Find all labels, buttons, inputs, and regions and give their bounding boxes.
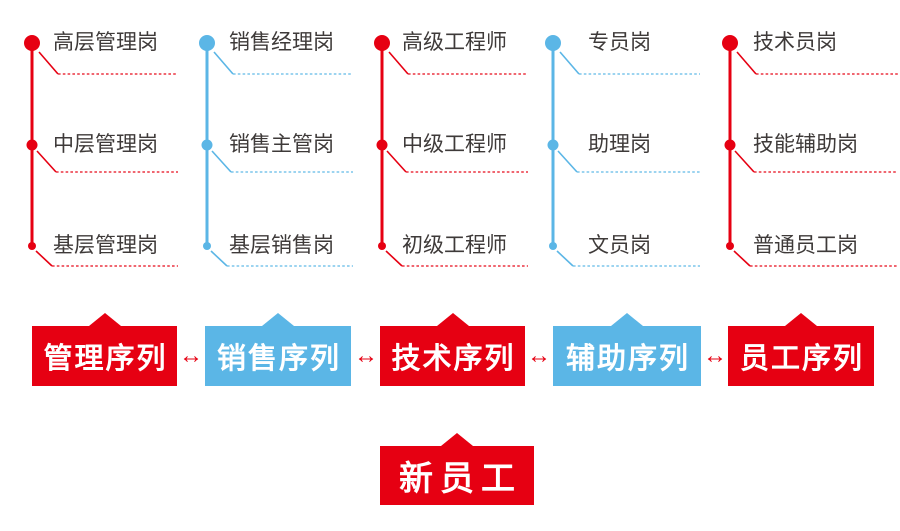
auxiliary-ladder-lines (545, 35, 700, 267)
two-way-arrow-icon: ↔ (354, 342, 378, 369)
leader-diagonal (38, 51, 59, 75)
level-dot-top (722, 35, 738, 51)
level-dot-bottom (726, 242, 734, 250)
auxiliary-level-top: 专员岗 (588, 31, 651, 54)
technical-level-middle: 中级工程师 (402, 133, 507, 156)
sales-level-bottom: 基层销售岗 (229, 234, 334, 257)
two-way-arrow-icon: ↔ (703, 342, 727, 369)
sequence-label: 管理序列 (43, 343, 168, 375)
level-dot-top (199, 35, 215, 51)
level-dot-top (24, 35, 40, 51)
technical-ladder-lines (374, 35, 528, 267)
pointer-up-triangle (611, 313, 643, 326)
sequence-label: 辅助序列 (565, 343, 690, 375)
sales-ladder-lines (199, 35, 353, 267)
management-ladder-lines (24, 35, 178, 267)
level-dot-middle (724, 139, 736, 151)
management-level-top: 高层管理岗 (53, 31, 158, 54)
level-dot-top (545, 35, 561, 51)
staff-level-bottom: 普通员工岗 (753, 234, 858, 257)
leader-diagonal (211, 150, 232, 173)
staff-level-middle: 技能辅助岗 (753, 133, 858, 156)
leader-diagonal (386, 150, 407, 173)
level-dot-bottom (28, 242, 36, 250)
leader-diagonal (385, 250, 403, 267)
sequence-box-auxiliary: 辅助序列 (553, 313, 701, 386)
new-employee-box: 新员工 (380, 433, 534, 505)
sequence-label: 销售序列 (216, 343, 341, 375)
pointer-up-triangle (88, 313, 121, 326)
leader-diagonal (556, 250, 574, 267)
auxiliary-level-middle: 助理岗 (588, 133, 651, 156)
sequence-label: 技术序列 (391, 343, 516, 375)
leader-diagonal (736, 51, 757, 75)
sales-level-middle: 销售主管岗 (229, 133, 334, 156)
technical-level-bottom: 初级工程师 (402, 234, 507, 257)
sequence-label: 员工序列 (739, 343, 864, 375)
level-dot-middle (376, 139, 388, 151)
leader-diagonal (388, 51, 409, 75)
staff-ladder-lines (722, 35, 898, 267)
leader-diagonal (35, 250, 53, 267)
leader-diagonal (557, 150, 578, 173)
pointer-up-triangle (436, 313, 469, 326)
level-dot-bottom (203, 242, 211, 250)
level-dot-bottom (378, 242, 386, 250)
new-employee-label: 新员工 (399, 460, 522, 498)
leader-diagonal (559, 51, 580, 75)
two-way-arrow-icon: ↔ (527, 342, 551, 369)
management-level-middle: 中层管理岗 (53, 133, 158, 156)
level-dot-bottom (549, 242, 557, 250)
sequence-box-management: 管理序列 (32, 313, 177, 386)
sequence-box-staff: 员工序列 (728, 313, 874, 386)
auxiliary-level-bottom: 文员岗 (588, 234, 651, 257)
leader-diagonal (734, 150, 755, 173)
level-dot-middle (547, 139, 559, 151)
staff-level-top: 技术员岗 (753, 31, 837, 54)
leader-diagonal (210, 250, 228, 267)
pointer-up-triangle (262, 313, 294, 326)
level-dot-middle (26, 139, 38, 151)
leader-diagonal (36, 150, 57, 173)
pointer-up-triangle (785, 313, 817, 326)
sequence-box-sales: 销售序列 (205, 313, 351, 386)
level-dot-top (374, 35, 390, 51)
sequence-box-technical: 技术序列 (380, 313, 525, 386)
sales-level-top: 销售经理岗 (229, 31, 334, 54)
pointer-up-triangle (441, 433, 473, 446)
technical-level-top: 高级工程师 (402, 31, 507, 54)
level-dot-middle (201, 139, 213, 151)
two-way-arrow-icon: ↔ (179, 342, 203, 369)
leader-diagonal (733, 250, 751, 267)
leader-diagonal (213, 51, 234, 75)
management-level-bottom: 基层管理岗 (53, 234, 158, 257)
